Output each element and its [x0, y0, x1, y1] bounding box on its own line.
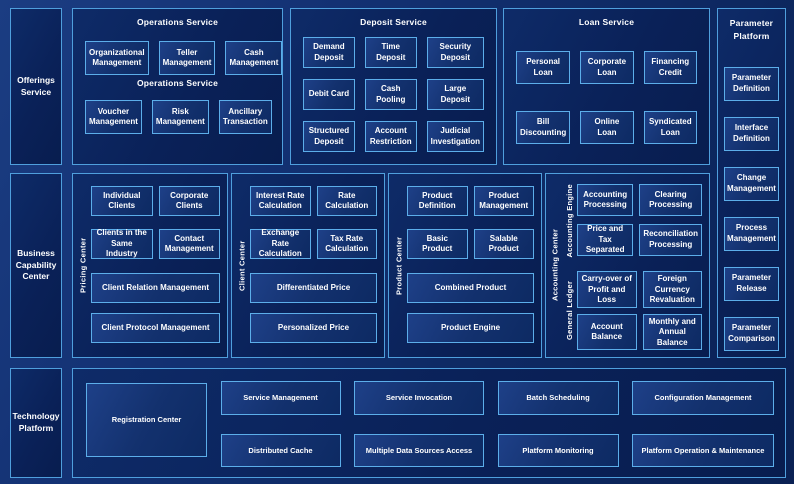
rail-business-capability-center: Business Capability Center [10, 173, 62, 358]
rail-technology-platform: Technology Platform [10, 368, 62, 478]
box-interest-rate-calculation: Interest Rate Calculation [250, 186, 311, 216]
box-interface-definition: Interface Definition [724, 116, 779, 151]
box-platform-monitoring: Platform Monitoring [497, 434, 619, 467]
box-product-engine: Product Engine [407, 313, 534, 343]
box-rate-calculation: Rate Calculation [316, 186, 377, 216]
box-bill-discounting: Bill Discounting [516, 111, 571, 144]
box-accounting-processing: Accounting Processing [577, 184, 634, 216]
box-price-and-tax-separated: Price and Tax Separated [577, 223, 634, 256]
box-personalized-price: Personalized Price [250, 313, 377, 343]
box-corporate-clients: Corporate Clients [158, 186, 220, 216]
box-ancillary-transaction: Ancillary Transaction [218, 100, 272, 134]
accounting-center-panel: Accounting Center Accounting Engine Acco… [545, 173, 710, 358]
box-change-management: Change Management [724, 166, 779, 201]
operations-service-panel: Operations Service Organizational Manage… [72, 8, 283, 165]
product-center-panel: Product Center Product Definition Produc… [388, 173, 542, 358]
box-registration-center: Registration Center [86, 383, 207, 457]
accounting-engine-vertical-label: Accounting Engine [565, 184, 574, 258]
box-service-management: Service Management [220, 381, 341, 415]
box-product-management: Product Management [473, 186, 534, 216]
box-configuration-management: Configuration Management [632, 381, 774, 415]
box-corporate-loan: Corporate Loan [580, 51, 634, 84]
deposit-service-title: Deposit Service [360, 17, 427, 27]
box-structured-deposit: Structured Deposit [303, 121, 355, 152]
box-foreign-currency-revaluation: Foreign Currency Revaluation [642, 271, 702, 309]
technology-platform-panel: Registration Center Service Management D… [72, 368, 786, 478]
accounting-center-vertical-label: Accounting Center [550, 228, 560, 302]
box-exchange-rate-calculation: Exchange Rate Calculation [250, 228, 311, 259]
box-client-relation-management: Client Relation Management [91, 273, 220, 303]
box-distributed-cache: Distributed Cache [220, 434, 341, 467]
rail-offerings-service: Offerings Service [10, 8, 62, 165]
operations-service-title: Operations Service [136, 17, 219, 27]
box-individual-clients: Individual Clients [91, 186, 153, 216]
box-syndicated-loan: Syndicated Loan [643, 111, 697, 144]
pricing-center-panel: Pricing Center Individual Clients Corpor… [72, 173, 228, 358]
tech-column-1: Service Management Distributed Cache [220, 381, 341, 467]
tech-column-4: Configuration Management Platform Operat… [632, 381, 774, 467]
box-multiple-data-sources-access: Multiple Data Sources Access [354, 434, 484, 467]
parameter-platform-title: Parameter Platform [729, 18, 774, 41]
box-time-deposit: Time Deposit [364, 37, 417, 68]
box-cash-management: Cash Management [225, 41, 283, 75]
loan-service-title: Loan Service [578, 17, 635, 27]
box-process-management: Process Management [724, 216, 779, 251]
box-cash-pooling: Cash Pooling [364, 79, 417, 110]
box-debit-card: Debit Card [303, 79, 355, 110]
box-demand-deposit: Demand Deposit [303, 37, 355, 68]
box-account-balance: Account Balance [577, 314, 637, 351]
box-personal-loan: Personal Loan [516, 51, 571, 84]
box-organizational-management: Organizational Management [85, 41, 149, 75]
rail-business-capability-center-label: Business Capability Center [15, 247, 57, 282]
accounting-engine-group: Accounting Engine Accounting Processing … [562, 184, 702, 257]
box-financing-credit: Financing Credit [643, 51, 697, 84]
box-product-definition: Product Definition [407, 186, 468, 216]
box-judicial-investigation: Judicial Investigation [426, 121, 484, 152]
box-batch-scheduling: Batch Scheduling [497, 381, 619, 415]
box-risk-management: Risk Management [151, 100, 209, 134]
box-platform-operation-maintenance: Platform Operation & Maintenance [632, 434, 774, 467]
box-monthly-and-annual-balance: Monthly and Annual Balance [642, 314, 702, 351]
box-parameter-release: Parameter Release [724, 266, 779, 301]
client-center-vertical-label: Client Center [237, 240, 247, 291]
tech-column-2: Service Invocation Multiple Data Sources… [354, 381, 484, 467]
tech-column-3: Batch Scheduling Platform Monitoring [497, 381, 619, 467]
box-clients-same-industry: Clients in the Same Industry [91, 228, 153, 259]
box-parameter-comparison: Parameter Comparison [724, 316, 779, 351]
box-account-restriction: Account Restriction [364, 121, 417, 152]
general-ledger-vertical-label: General Ledger [565, 281, 574, 341]
box-tax-rate-calculation: Tax Rate Calculation [316, 229, 377, 259]
parameter-platform-panel: Parameter Platform Parameter Definition … [717, 8, 786, 358]
pricing-center-vertical-label: Pricing Center [78, 237, 88, 294]
box-teller-management: Teller Management [158, 41, 216, 75]
client-center-panel: Client Center Interest Rate Calculation … [231, 173, 385, 358]
product-center-vertical-label: Product Center [394, 236, 404, 295]
box-security-deposit: Security Deposit [426, 37, 484, 68]
rail-offerings-service-label: Offerings Service [17, 74, 55, 97]
box-combined-product: Combined Product [407, 273, 534, 303]
box-voucher-management: Voucher Management [85, 100, 142, 134]
box-large-deposit: Large Deposit [426, 79, 484, 110]
box-salable-product: Salable Product [473, 229, 534, 259]
operations-service-mid-label: Operations Service [136, 78, 219, 88]
box-clearing-processing: Clearing Processing [639, 184, 702, 216]
rail-technology-platform-label: Technology Platform [12, 411, 60, 433]
loan-service-panel: Loan Service Personal Loan Corporate Loa… [503, 8, 710, 165]
box-online-loan: Online Loan [580, 111, 634, 144]
box-reconciliation-processing: Reconciliation Processing [639, 223, 702, 256]
box-client-protocol-management: Client Protocol Management [91, 313, 220, 343]
box-service-invocation: Service Invocation [354, 381, 484, 415]
general-ledger-group: General Ledger Carry-over of Profit and … [562, 271, 702, 351]
box-basic-product: Basic Product [407, 229, 468, 259]
deposit-service-panel: Deposit Service Demand Deposit Time Depo… [290, 8, 497, 165]
box-parameter-definition: Parameter Definition [724, 66, 779, 101]
box-contact-management: Contact Management [158, 229, 220, 259]
box-differentiated-price: Differentiated Price [250, 273, 377, 303]
box-carry-over-of-profit-and-loss: Carry-over of Profit and Loss [577, 271, 637, 309]
